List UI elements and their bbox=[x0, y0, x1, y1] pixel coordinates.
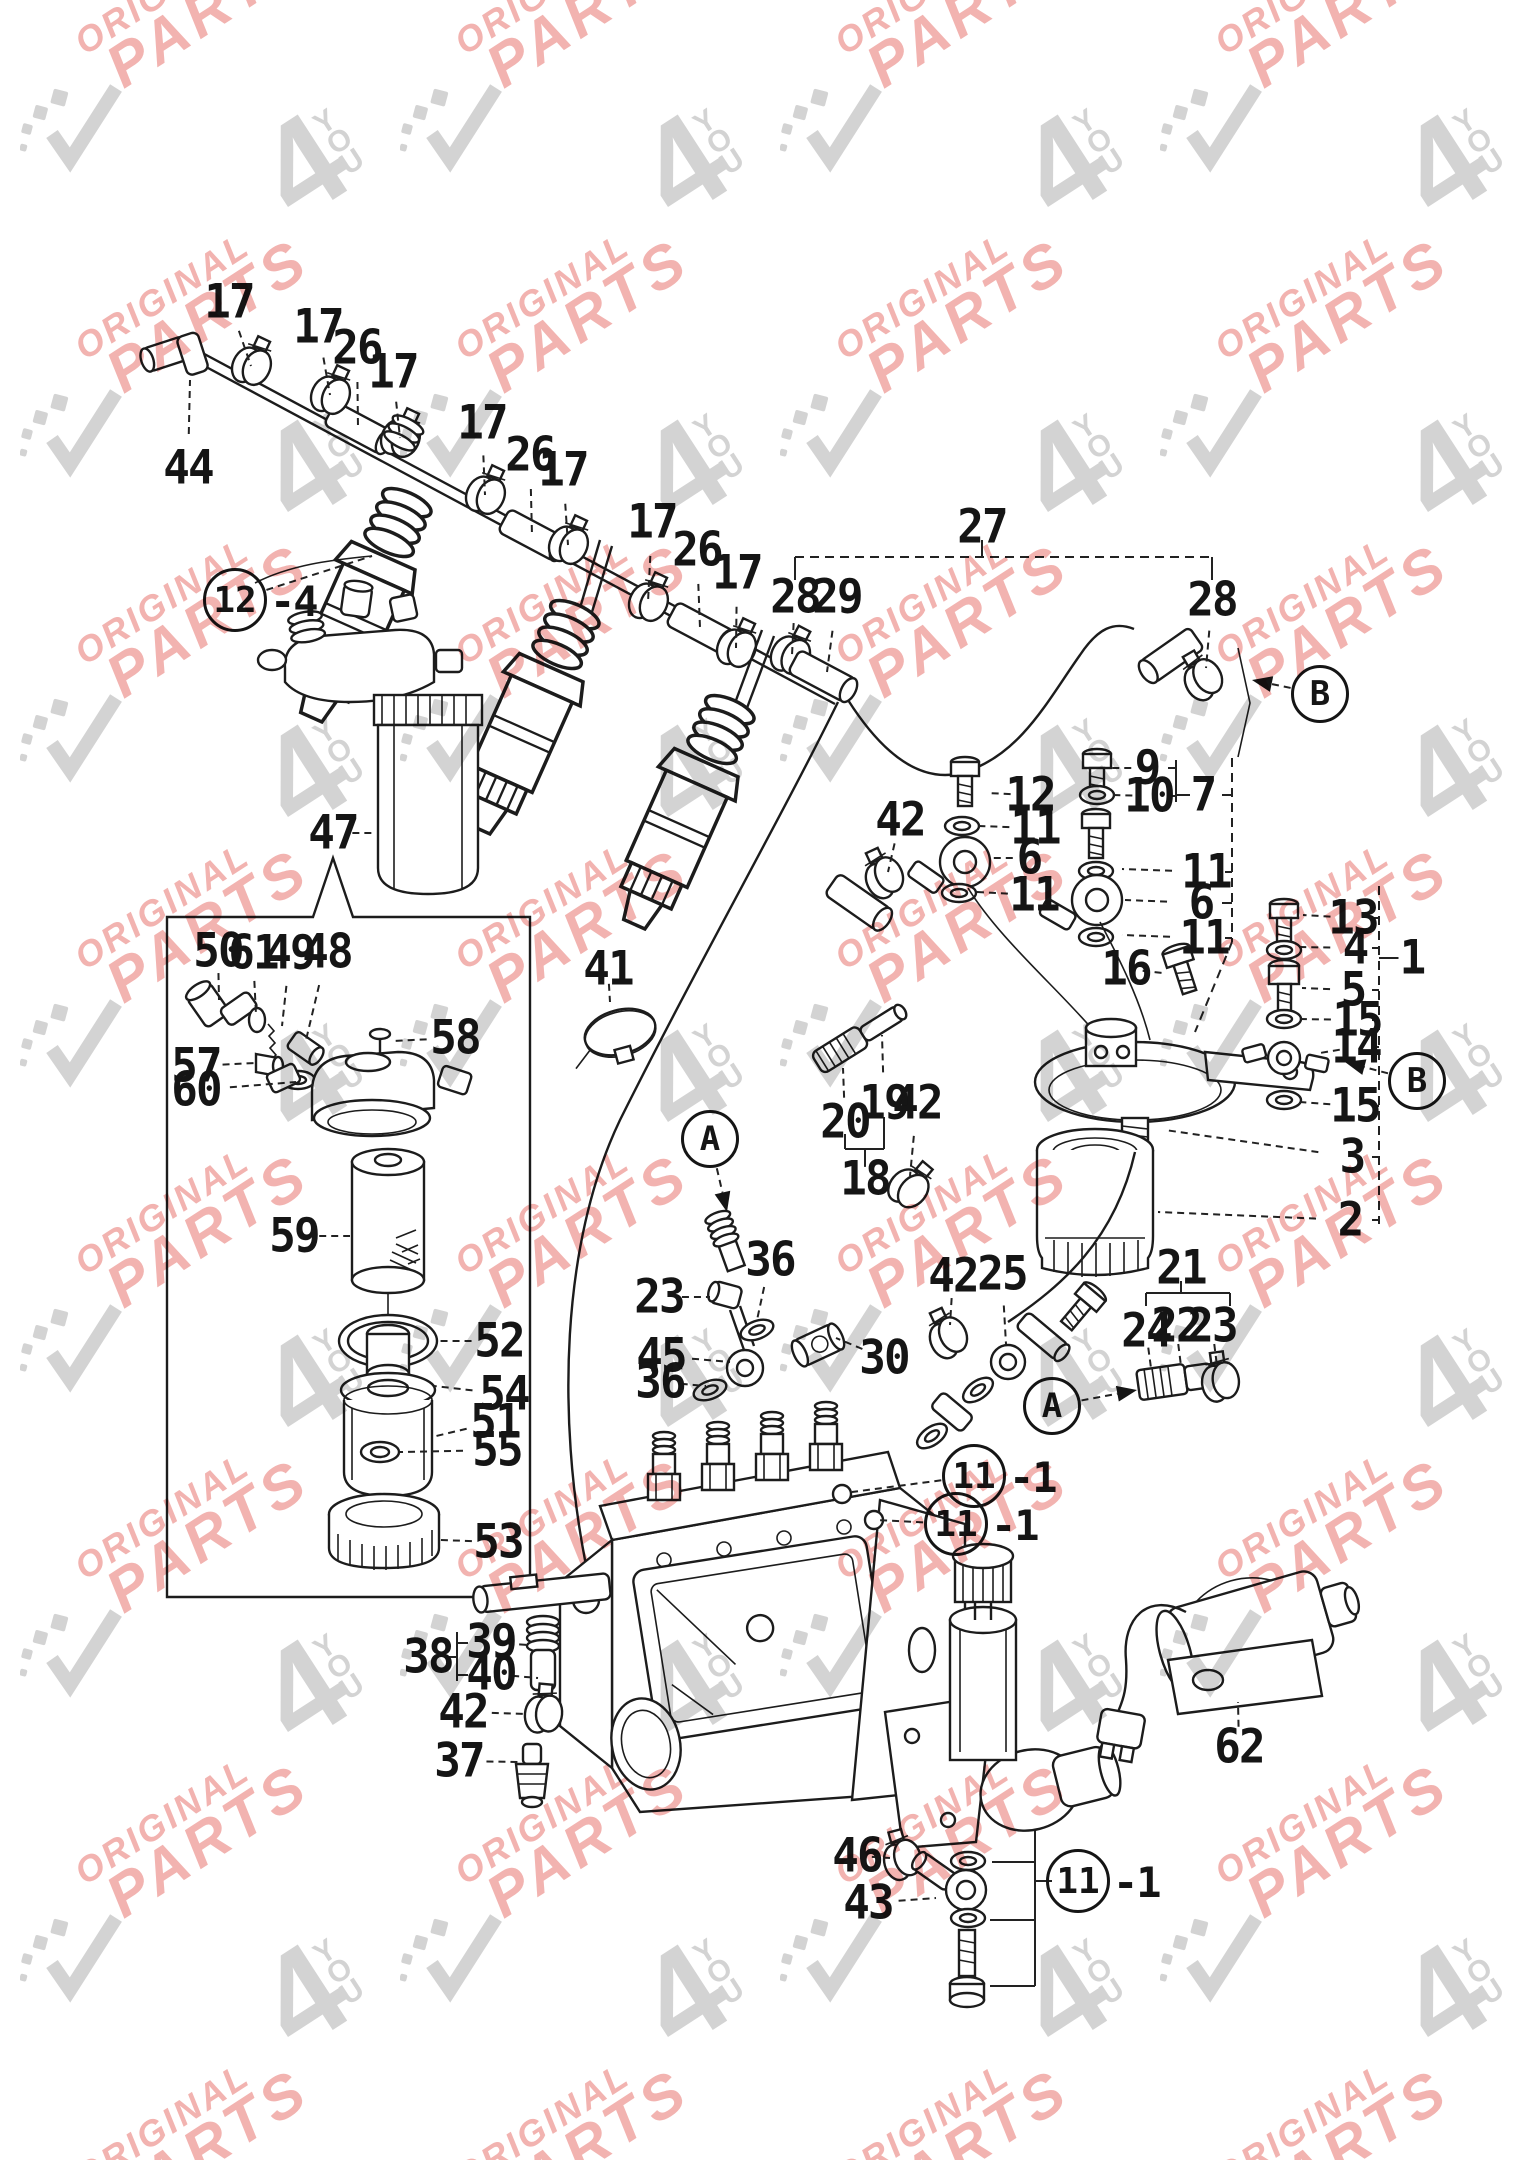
leader-line bbox=[1111, 794, 1133, 797]
leader-line bbox=[1002, 1305, 1007, 1345]
leader-line bbox=[1147, 1347, 1152, 1369]
leader-line bbox=[229, 1081, 297, 1089]
leader-line bbox=[647, 555, 652, 603]
leader-line bbox=[1177, 1343, 1182, 1367]
leader-line bbox=[431, 1427, 467, 1438]
leader-line bbox=[871, 1855, 891, 1859]
leader-line bbox=[253, 980, 257, 1016]
leader-line bbox=[842, 1067, 846, 1098]
leader-line bbox=[735, 606, 738, 649]
leader-line bbox=[1301, 987, 1331, 991]
leader-line bbox=[909, 1135, 915, 1177]
leader-line bbox=[305, 984, 321, 1041]
leader-line bbox=[977, 825, 1010, 829]
leader-line bbox=[391, 1038, 427, 1042]
leader-line bbox=[433, 1385, 473, 1392]
leader-line bbox=[875, 1519, 924, 1524]
leader-line bbox=[491, 1711, 528, 1715]
leader-line bbox=[564, 503, 569, 546]
leader-line bbox=[1302, 914, 1331, 918]
leader-line bbox=[1298, 1018, 1331, 1021]
leader-line bbox=[395, 401, 401, 439]
leader-line bbox=[715, 1167, 724, 1193]
leader-line bbox=[607, 983, 611, 1003]
leader-line bbox=[826, 630, 834, 673]
leader-line bbox=[680, 1382, 707, 1387]
leader-line bbox=[237, 330, 252, 367]
leader-line bbox=[1121, 868, 1173, 872]
leader-line bbox=[1081, 1392, 1118, 1402]
leader-line bbox=[322, 357, 331, 396]
leader-line bbox=[697, 583, 701, 629]
leader-line bbox=[399, 1449, 464, 1453]
leader-line bbox=[1364, 1066, 1389, 1075]
arrowhead bbox=[1115, 1385, 1137, 1402]
leader-line bbox=[887, 843, 896, 873]
arrowhead bbox=[1345, 1059, 1367, 1075]
leader-line bbox=[1205, 630, 1211, 669]
leader-line bbox=[898, 1897, 937, 1902]
leader-line bbox=[1157, 1211, 1317, 1220]
leader-line bbox=[1299, 1101, 1331, 1106]
leader-line bbox=[482, 455, 486, 496]
leader-line bbox=[975, 891, 1008, 895]
leader-line bbox=[1124, 899, 1168, 903]
leader-line bbox=[851, 1479, 942, 1493]
leader-line bbox=[222, 1062, 256, 1066]
leader-line bbox=[1237, 1701, 1240, 1727]
leader-line bbox=[266, 555, 373, 591]
leader-line bbox=[187, 379, 191, 435]
leader-line bbox=[986, 792, 1011, 796]
leader-line bbox=[1142, 969, 1164, 974]
leader-line bbox=[281, 985, 288, 1027]
leader-line bbox=[881, 1034, 885, 1073]
arrowhead bbox=[714, 1190, 731, 1212]
leader-line bbox=[529, 488, 533, 536]
leader-line bbox=[835, 1337, 863, 1350]
leader-line bbox=[1319, 1048, 1340, 1054]
leader-line bbox=[512, 1674, 539, 1679]
arrowhead bbox=[1252, 676, 1274, 692]
leader-line bbox=[356, 381, 359, 429]
leader-line bbox=[949, 1297, 953, 1326]
leader-line bbox=[507, 1642, 528, 1646]
leader-line bbox=[1121, 934, 1171, 938]
leader-line bbox=[756, 1286, 766, 1321]
leader-line bbox=[439, 1539, 472, 1543]
leader-line bbox=[217, 973, 220, 1001]
leader-line bbox=[1271, 683, 1291, 689]
leader-line bbox=[1213, 1343, 1218, 1367]
leader-line bbox=[1299, 946, 1331, 949]
leader-line bbox=[691, 1357, 731, 1363]
leader-line bbox=[486, 1760, 521, 1763]
leader-line bbox=[791, 623, 795, 656]
leader-line bbox=[1164, 1129, 1319, 1154]
